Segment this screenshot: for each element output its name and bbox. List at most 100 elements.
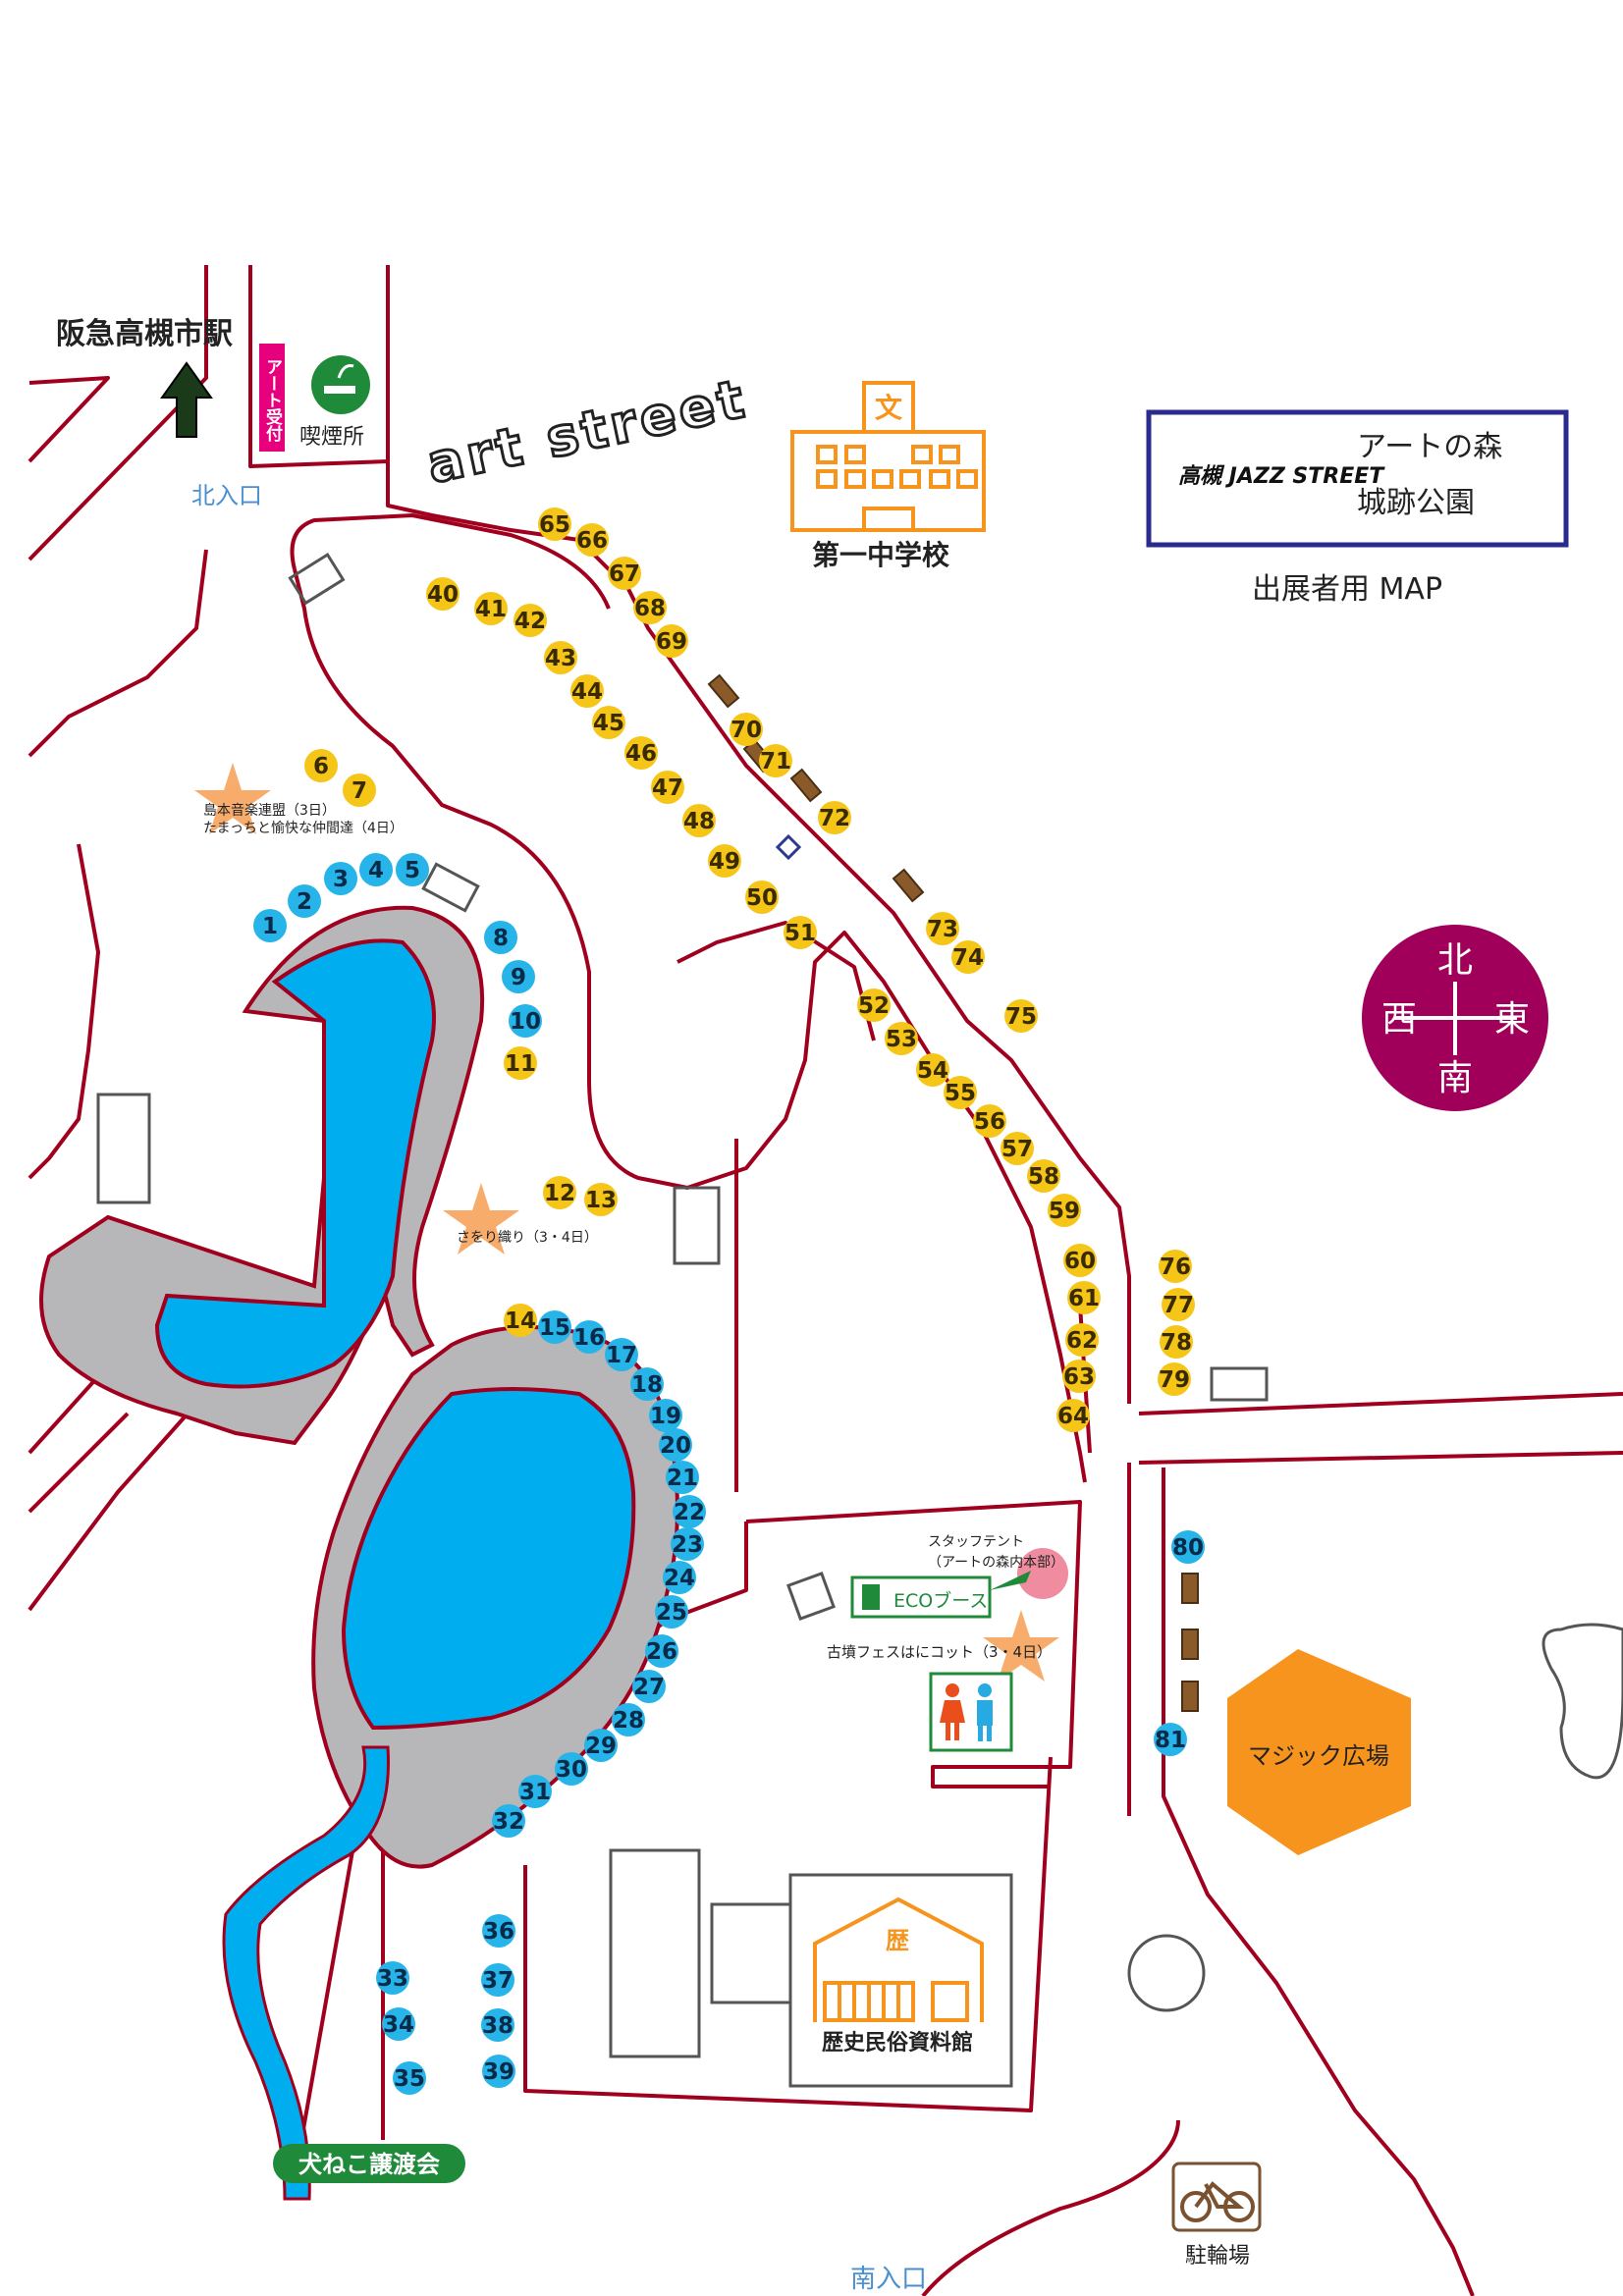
booth-number: 77 — [1163, 1293, 1194, 1318]
booth-circle — [253, 909, 287, 942]
booth-7: 7 — [343, 774, 376, 807]
booth-number: 54 — [917, 1058, 948, 1084]
booth-42: 42 — [514, 604, 547, 637]
booth-circle — [482, 1914, 515, 1948]
booth-number: 30 — [556, 1757, 587, 1783]
booth-31: 31 — [518, 1775, 552, 1808]
booth-circle — [671, 1527, 704, 1561]
museum-icon — [813, 1896, 984, 2022]
booth-circle — [645, 1634, 678, 1668]
booth-circle — [651, 771, 684, 804]
buildings — [96, 553, 1269, 2088]
booth-61: 61 — [1067, 1281, 1101, 1314]
booth-circle — [655, 624, 688, 658]
booth-circle — [708, 844, 741, 878]
booth-circle — [393, 2061, 426, 2095]
booth-65: 65 — [538, 507, 571, 541]
booth-number: 1 — [262, 914, 278, 939]
art-street-label: art street — [422, 367, 753, 496]
booth-number: 4 — [368, 858, 384, 883]
museum-mark: 歴 — [886, 1927, 909, 1954]
booth-40: 40 — [426, 577, 460, 611]
booth-1: 1 — [253, 909, 287, 942]
booth-30: 30 — [555, 1752, 588, 1786]
booth-number: 23 — [672, 1532, 703, 1558]
booth-6: 6 — [304, 749, 338, 782]
recycle-bin-icon — [862, 1584, 880, 1610]
booth-circle — [1067, 1281, 1101, 1314]
booth-38: 38 — [481, 2008, 514, 2042]
booth-53: 53 — [885, 1022, 918, 1055]
staff-tent-marker — [1017, 1548, 1068, 1599]
booth-number: 6 — [313, 754, 329, 779]
booth-67: 67 — [608, 557, 641, 590]
booth-number: 41 — [475, 597, 507, 622]
booth-circle — [324, 862, 357, 895]
booth-69: 69 — [655, 624, 688, 658]
booth-circle — [1004, 999, 1038, 1033]
booth-number: 42 — [514, 609, 546, 634]
booth-number: 64 — [1057, 1404, 1089, 1429]
booth-circle — [538, 507, 571, 541]
booth-number: 59 — [1049, 1199, 1080, 1224]
booth-43: 43 — [544, 641, 577, 674]
booth-50: 50 — [745, 881, 779, 914]
booth-circle — [518, 1775, 552, 1808]
booth-circle — [632, 1670, 666, 1703]
map-label: 出展者用 MAP — [1252, 572, 1442, 607]
eco-booth-label: ECOブース — [893, 1589, 988, 1612]
booth-75: 75 — [1004, 999, 1038, 1033]
booth-48: 48 — [682, 804, 716, 837]
compass-east: 東 — [1494, 999, 1530, 1040]
booth-number: 19 — [650, 1404, 681, 1429]
booth-circle — [951, 940, 985, 974]
museum-label: 歴史民俗資料館 — [822, 2030, 973, 2056]
booth-12: 12 — [543, 1176, 576, 1209]
booth-circle — [1065, 1323, 1099, 1357]
booth-59: 59 — [1048, 1194, 1081, 1227]
booth-circle — [666, 1461, 699, 1494]
booth-number: 12 — [544, 1181, 575, 1206]
booth-number: 53 — [886, 1027, 917, 1052]
booth-number: 47 — [652, 775, 683, 801]
booth-4: 4 — [359, 853, 393, 886]
booth-circle — [538, 1310, 571, 1344]
booth-80: 80 — [1171, 1530, 1205, 1564]
booth-24: 24 — [663, 1561, 696, 1594]
booth-circle — [1171, 1530, 1205, 1564]
booth-54: 54 — [916, 1053, 949, 1087]
booth-circle — [1160, 1325, 1193, 1359]
booth-47: 47 — [651, 771, 684, 804]
roads — [27, 265, 1623, 2296]
booth-74: 74 — [951, 940, 985, 974]
booth-8: 8 — [484, 921, 517, 954]
school-mark: 文 — [875, 392, 902, 424]
booth-circle — [584, 1183, 618, 1216]
booth-circle — [1062, 1360, 1096, 1393]
booth-circle — [575, 523, 609, 557]
booth-55: 55 — [944, 1076, 977, 1109]
booth-circle — [376, 1961, 409, 1995]
booth-9: 9 — [502, 960, 535, 993]
booth-circle — [304, 749, 338, 782]
booth-circle — [630, 1367, 664, 1401]
booth-number: 27 — [633, 1675, 665, 1700]
booth-number: 14 — [505, 1308, 536, 1334]
booth-circle — [605, 1338, 638, 1371]
north-entrance-label: 北入口 — [191, 482, 262, 509]
school-label: 第一中学校 — [812, 539, 950, 571]
booth-circle — [570, 674, 604, 708]
booth-circle — [555, 1752, 588, 1786]
booth-number: 21 — [667, 1466, 698, 1491]
booth-number: 24 — [664, 1566, 695, 1591]
booth-circle — [612, 1703, 645, 1736]
bicycle-icon — [1180, 2181, 1255, 2222]
booth-number: 9 — [511, 965, 526, 990]
booth-44: 44 — [570, 674, 604, 708]
booth-circle — [572, 1320, 606, 1354]
booth-circle — [649, 1399, 682, 1432]
booth-13: 13 — [584, 1183, 618, 1216]
booth-number: 32 — [493, 1809, 524, 1835]
booth-number: 73 — [927, 917, 958, 942]
booth-circle — [944, 1076, 977, 1109]
